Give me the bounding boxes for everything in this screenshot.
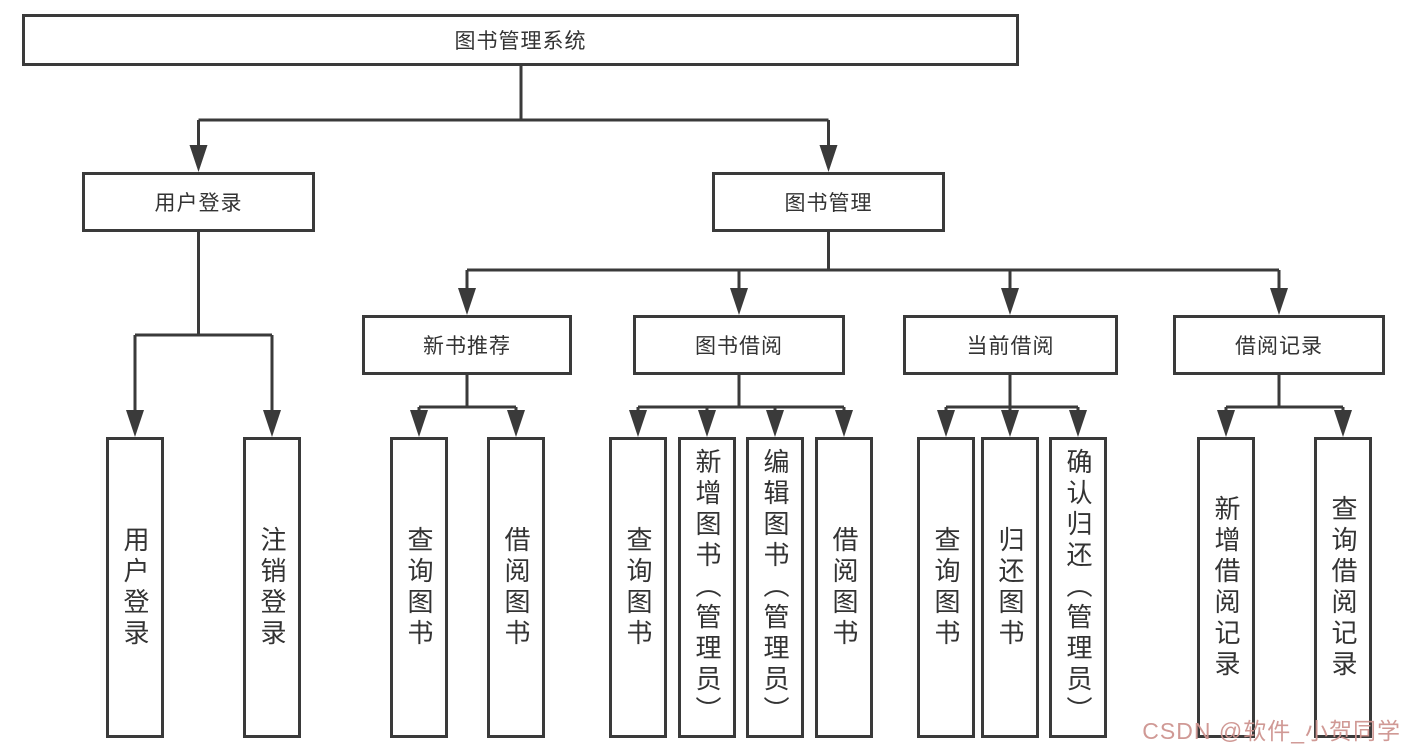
node-borrowing-records-label: 借阅记录 — [1235, 335, 1323, 358]
csdn-watermark: CSDN @软件_小贺同学 — [1142, 718, 1401, 744]
node-user-login-label: 用户登录 — [154, 192, 243, 215]
leaf-cb-query-books: 查询图书 — [917, 437, 975, 738]
leaf-nbr-query-books: 查询图书 — [390, 437, 448, 738]
node-book-borrowing: 图书借阅 — [633, 315, 845, 375]
leaf-bb-edit-books-admin: 编辑图书（管理员） — [746, 437, 804, 738]
leaf-cb-confirm-return-admin-label: 确认归还（管理员） — [1063, 448, 1093, 727]
node-current-borrowing: 当前借阅 — [903, 315, 1118, 375]
node-new-book-recommend-label: 新书推荐 — [423, 335, 511, 358]
connector-book-management-to-level2 — [465, 232, 1281, 291]
leaf-br-query-record-label: 查询借阅记录 — [1328, 494, 1358, 681]
leaf-logout-label: 注销登录 — [257, 525, 287, 650]
leaf-bb-query-books: 查询图书 — [609, 437, 667, 738]
connector-user-login-to-leaves — [133, 232, 274, 413]
node-user-login: 用户登录 — [82, 172, 315, 232]
leaf-nbr-borrow-books-label: 借阅图书 — [501, 525, 531, 650]
node-book-management: 图书管理 — [712, 172, 945, 232]
connector-new-book-to-leaves — [417, 375, 518, 413]
node-root: 图书管理系统 — [22, 14, 1019, 66]
leaf-logout: 注销登录 — [243, 437, 301, 738]
leaf-bb-borrow-books-label: 借阅图书 — [829, 525, 859, 650]
connector-root-to-level1 — [197, 66, 830, 148]
node-book-borrowing-label: 图书借阅 — [695, 335, 783, 358]
leaf-bb-add-books-admin: 新增图书（管理员） — [678, 437, 736, 738]
node-current-borrowing-label: 当前借阅 — [966, 335, 1055, 358]
node-borrowing-records: 借阅记录 — [1173, 315, 1385, 375]
leaf-user-login: 用户登录 — [106, 437, 164, 738]
leaf-br-query-record: 查询借阅记录 — [1314, 437, 1372, 738]
node-book-management-label: 图书管理 — [784, 192, 873, 215]
leaf-bb-edit-books-admin-label: 编辑图书（管理员） — [760, 448, 790, 727]
leaf-br-add-record: 新增借阅记录 — [1197, 437, 1255, 738]
connector-current-borrowing-to-leaves — [944, 375, 1080, 413]
leaf-bb-borrow-books: 借阅图书 — [815, 437, 873, 738]
leaf-cb-confirm-return-admin: 确认归还（管理员） — [1049, 437, 1107, 738]
leaf-bb-query-books-label: 查询图书 — [623, 525, 653, 650]
leaf-cb-query-books-label: 查询图书 — [931, 525, 961, 650]
connector-book-borrowing-to-leaves — [636, 375, 846, 413]
leaf-user-login-label: 用户登录 — [120, 525, 150, 650]
node-root-label: 图书管理系统 — [454, 30, 587, 53]
leaf-cb-return-books-label: 归还图书 — [995, 525, 1025, 650]
leaf-bb-add-books-admin-label: 新增图书（管理员） — [692, 448, 722, 727]
leaf-cb-return-books: 归还图书 — [981, 437, 1039, 738]
connector-borrowing-records-to-leaves — [1224, 375, 1345, 413]
leaf-nbr-borrow-books: 借阅图书 — [487, 437, 545, 738]
leaf-br-add-record-label: 新增借阅记录 — [1211, 494, 1241, 681]
node-new-book-recommend: 新书推荐 — [362, 315, 572, 375]
leaf-nbr-query-books-label: 查询图书 — [404, 525, 434, 650]
